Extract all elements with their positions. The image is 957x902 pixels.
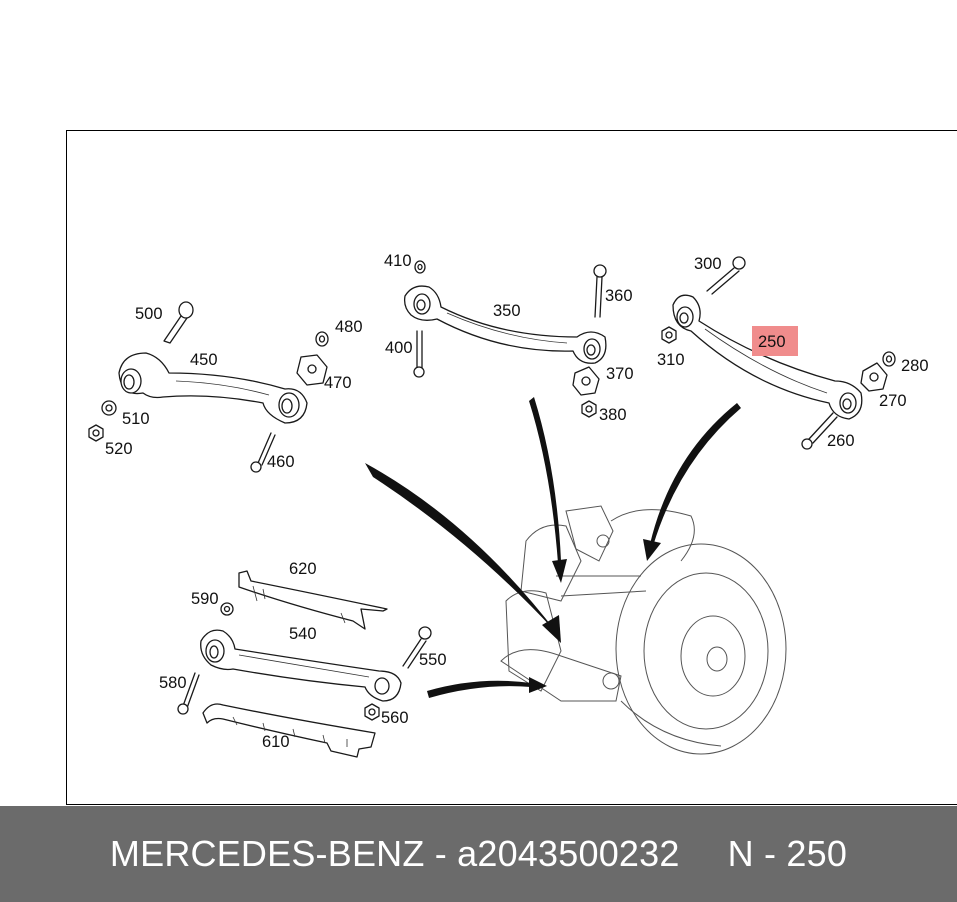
- label-250: 250: [758, 333, 786, 351]
- footer-bar: MERCEDES-BENZ - a2043500232 N - 250: [0, 806, 957, 902]
- label-500: 500: [135, 305, 163, 323]
- part-250-control-arm: [672, 294, 863, 420]
- part-510-washer: [101, 400, 117, 416]
- footer-brand-part-number: MERCEDES-BENZ - a2043500232: [109, 833, 680, 874]
- part-620-cover: [238, 570, 388, 630]
- label-310: 310: [657, 351, 685, 369]
- label-350: 350: [493, 302, 521, 320]
- part-560-nut: [364, 703, 380, 721]
- label-560: 560: [381, 709, 409, 727]
- label-580: 580: [159, 674, 187, 692]
- part-460-bolt: [250, 432, 276, 473]
- label-400: 400: [385, 339, 413, 357]
- label-590: 590: [191, 590, 219, 608]
- label-370: 370: [606, 365, 634, 383]
- part-590-washer: [220, 602, 234, 616]
- part-520-nut: [88, 424, 104, 442]
- part-380-nut: [581, 400, 597, 418]
- part-250-highlight: [752, 326, 798, 356]
- label-270: 270: [879, 392, 907, 410]
- label-360: 360: [605, 287, 633, 305]
- part-400-bolt: [413, 330, 425, 378]
- footer-caption: MERCEDES-BENZ - a2043500232 N - 250: [0, 806, 957, 902]
- part-610-cover: [202, 703, 376, 758]
- part-550-bolt: [402, 626, 432, 669]
- label-380: 380: [599, 406, 627, 424]
- label-480: 480: [335, 318, 363, 336]
- label-460: 460: [267, 453, 295, 471]
- label-300: 300: [694, 255, 722, 273]
- part-480-washer: [315, 331, 329, 347]
- wheel-hub-assembly: [500, 505, 787, 755]
- label-450: 450: [190, 351, 218, 369]
- part-270-eccentric-washer: [860, 362, 888, 392]
- part-280-washer: [882, 351, 896, 367]
- suspension-diagram: 250 260 270 280 300 310 350 360 370 380 …: [88, 252, 929, 758]
- part-300-bolt: [706, 256, 746, 295]
- label-550: 550: [419, 651, 447, 669]
- pointer-arrows: [365, 397, 741, 698]
- label-520: 520: [105, 440, 133, 458]
- part-470-eccentric-washer: [296, 354, 328, 386]
- label-410: 410: [384, 252, 412, 270]
- part-260-bolt: [801, 412, 838, 450]
- footer-position-number: N - 250: [727, 833, 848, 874]
- label-610: 610: [262, 733, 290, 751]
- part-310-nut: [661, 326, 677, 344]
- label-280: 280: [901, 357, 929, 375]
- label-470: 470: [324, 374, 352, 392]
- label-510: 510: [122, 410, 150, 428]
- part-350-control-arm: [403, 285, 607, 364]
- part-450-control-arm: [118, 352, 308, 424]
- part-labels: 250 260 270 280 300 310 350 360 370 380 …: [105, 252, 929, 751]
- label-260: 260: [827, 432, 855, 450]
- part-540-control-arm: [200, 629, 402, 702]
- part-410-washer: [414, 260, 426, 274]
- part-370-eccentric-washer: [572, 366, 600, 396]
- label-620: 620: [289, 560, 317, 578]
- part-500-bolt: [163, 301, 194, 344]
- part-360-bolt: [593, 264, 607, 318]
- part-580-bolt: [177, 672, 200, 715]
- label-540: 540: [289, 625, 317, 643]
- diagram-frame: 250 260 270 280 300 310 350 360 370 380 …: [66, 130, 957, 805]
